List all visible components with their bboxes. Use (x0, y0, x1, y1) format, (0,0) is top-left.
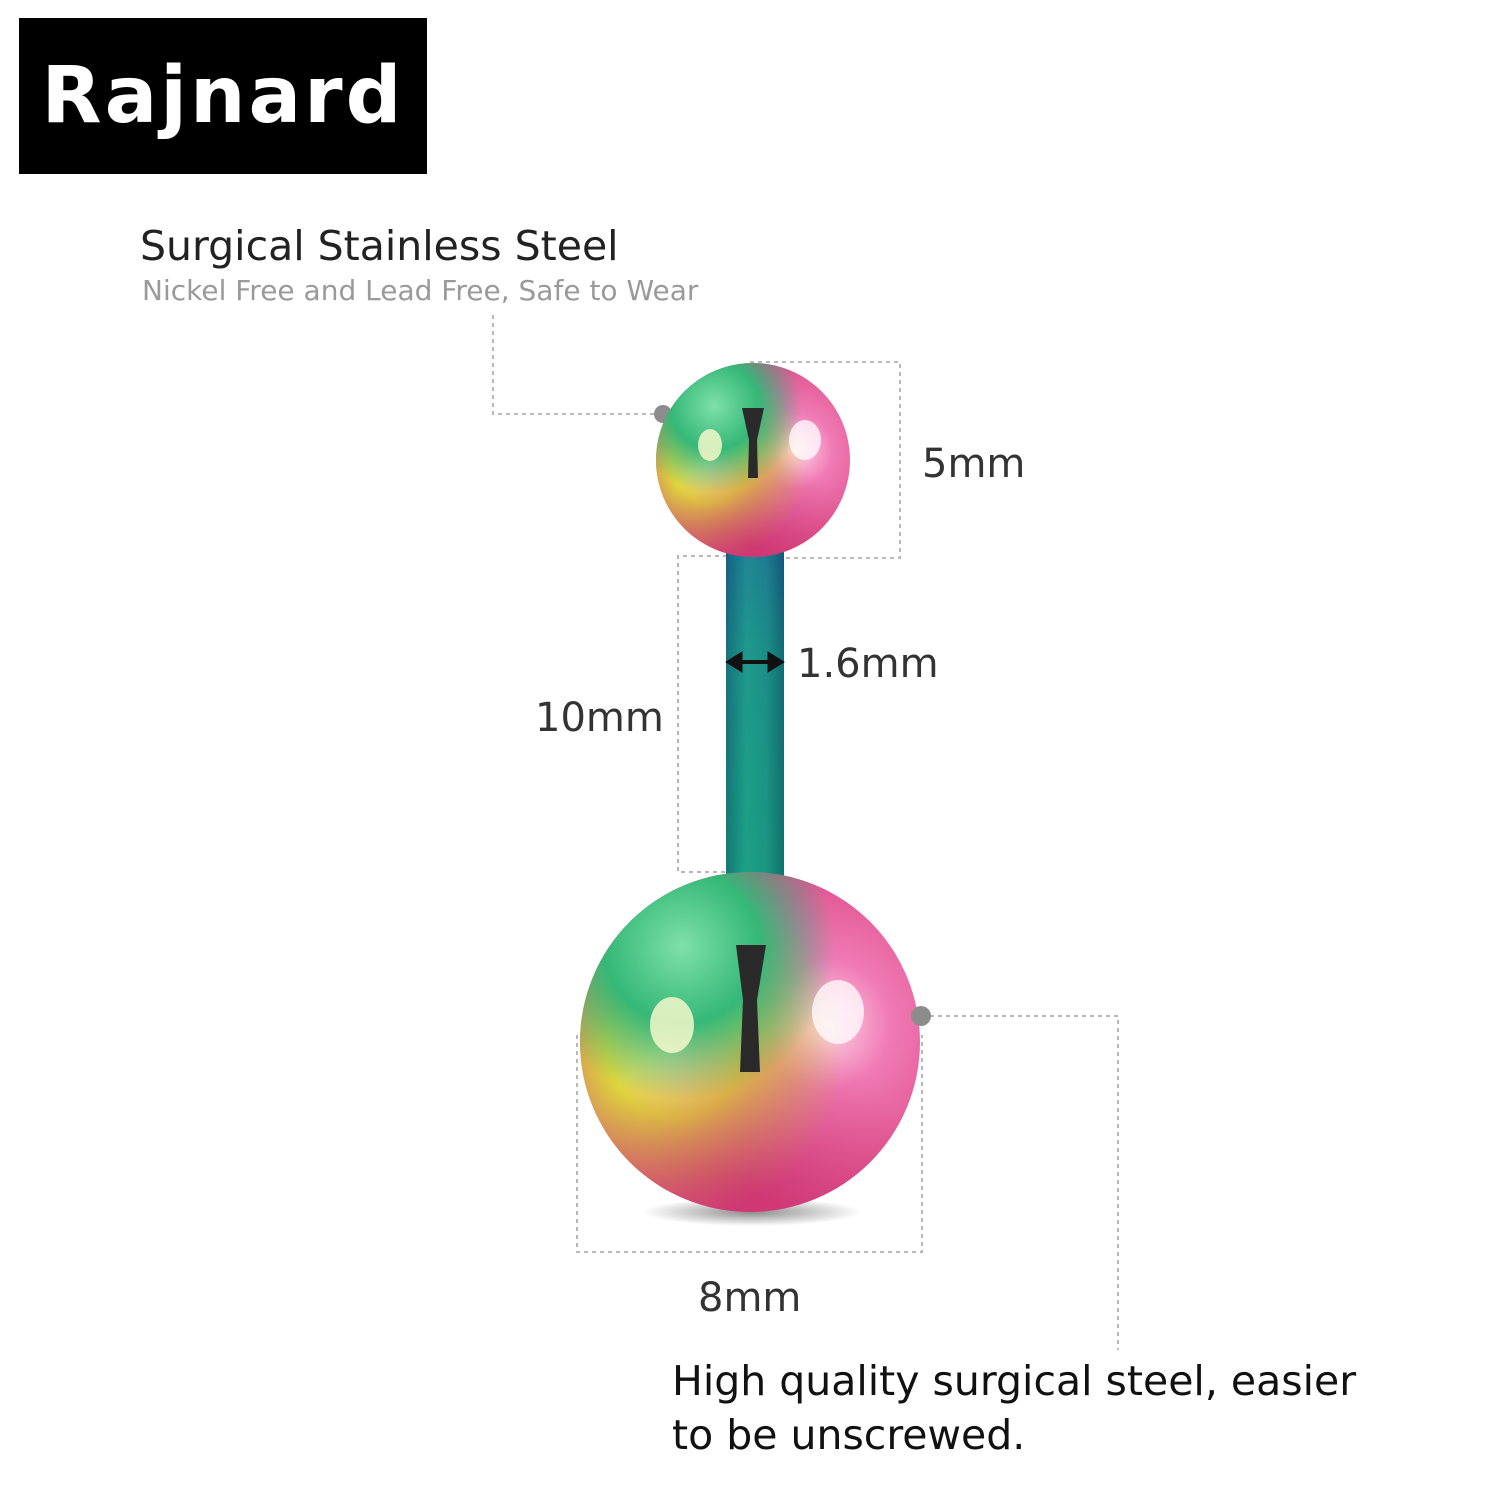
bar-thickness-label: 1.6mm (797, 641, 939, 687)
bar-length-label: 10mm (535, 695, 664, 741)
material-callout-guide (492, 315, 663, 415)
bottom-ball (580, 872, 920, 1226)
top-ball (656, 363, 850, 557)
barbell-bar (726, 545, 784, 885)
brand-logo-box: Rajnard (19, 18, 427, 174)
material-title: Surgical Stainless Steel (140, 222, 619, 270)
bar-length-dimension-guide (677, 555, 735, 873)
feature-line-1: High quality surgical steel, easier (672, 1357, 1357, 1405)
bottom-ball-size-label: 8mm (698, 1275, 802, 1321)
top-ball-size-label: 5mm (922, 441, 1026, 487)
thickness-arrow (725, 651, 785, 673)
brand-name: Rajnard (41, 51, 405, 141)
feature-callout-dot (911, 1006, 931, 1026)
top-ball-dimension-guide (750, 361, 901, 559)
feature-callout-guide (922, 1015, 1119, 1350)
feature-line-2: to be unscrewed. (672, 1411, 1026, 1459)
material-subtitle: Nickel Free and Lead Free, Safe to Wear (142, 274, 699, 307)
feature-description: High quality surgical steel, easier to b… (672, 1354, 1392, 1462)
